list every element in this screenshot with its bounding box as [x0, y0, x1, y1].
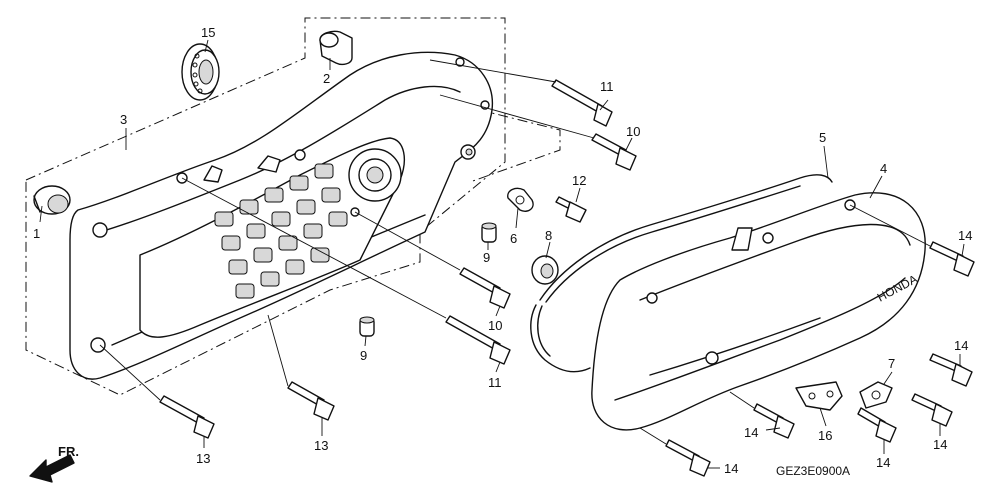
callout-10-lower: 10: [488, 318, 502, 333]
callout-labels: 1 2 3 4 5 6 7 8 9 9 10 10 11 11 12 13 13…: [33, 25, 972, 476]
bolt-13-center: [287, 381, 335, 421]
callout-6: 6: [510, 231, 517, 246]
callout-15: 15: [201, 25, 215, 40]
callout-14-upper-right: 14: [958, 228, 972, 243]
bolt-11-lower: [445, 315, 511, 365]
leader-lines: [39, 39, 965, 469]
callout-9-upper: 9: [483, 250, 490, 265]
front-direction-arrow: FR.: [29, 444, 79, 483]
part-5-gasket: [530, 174, 833, 373]
part-8-seal: [531, 255, 559, 285]
part-6-clip: [507, 187, 534, 212]
callout-12: 12: [572, 173, 586, 188]
callout-1: 1: [33, 226, 40, 241]
callout-2: 2: [323, 71, 330, 86]
callout-11-upper: 11: [600, 79, 614, 94]
part-1-bush: [33, 185, 71, 215]
part-2-collar: [319, 30, 353, 66]
bolt-14-bottom: [665, 439, 711, 477]
callout-13-left: 13: [196, 451, 210, 466]
callout-3: 3: [120, 112, 127, 127]
bolt-14-upper-right: [929, 241, 975, 277]
cover-lattice: [214, 163, 348, 299]
bolt-10-upper: [591, 133, 637, 171]
part-15-bearing: [181, 43, 220, 101]
callout-9-lower: 9: [360, 348, 367, 363]
bolt-14-right: [911, 393, 953, 427]
left-crankcase-cover: [69, 51, 494, 380]
callout-16: 16: [818, 428, 832, 443]
callout-8: 8: [545, 228, 552, 243]
bolt-13-left: [159, 395, 215, 439]
callout-13-center: 13: [314, 438, 328, 453]
callout-14-right: 14: [933, 437, 947, 452]
small-washer: [460, 144, 476, 160]
group-outline-upper: [439, 99, 561, 183]
front-marker-label: FR.: [58, 444, 79, 459]
part-9-dowel-lower: [359, 316, 375, 337]
callout-5: 5: [819, 130, 826, 145]
callout-10-upper: 10: [626, 124, 640, 139]
callout-14-left-low: 14: [744, 425, 758, 440]
bolt-14-center-low: [857, 407, 897, 443]
callout-14-center-low: 14: [876, 455, 890, 470]
callout-7: 7: [888, 356, 895, 371]
bolt-14-left-low: [753, 403, 795, 439]
part-9-dowel-upper: [481, 222, 497, 243]
figure-code: GEZ3E0900A: [776, 464, 850, 478]
callout-11-lower: 11: [488, 375, 502, 390]
callout-14-bottom: 14: [724, 461, 738, 476]
bolt-10-lower: [459, 267, 511, 309]
part-7-bracket-clip: [859, 381, 893, 409]
bolt-14-mid-right: [929, 353, 973, 387]
callout-4: 4: [880, 161, 887, 176]
callout-14-mid-right: 14: [954, 338, 968, 353]
bolt-12: [555, 196, 587, 223]
part-16-bracket: [795, 381, 843, 411]
